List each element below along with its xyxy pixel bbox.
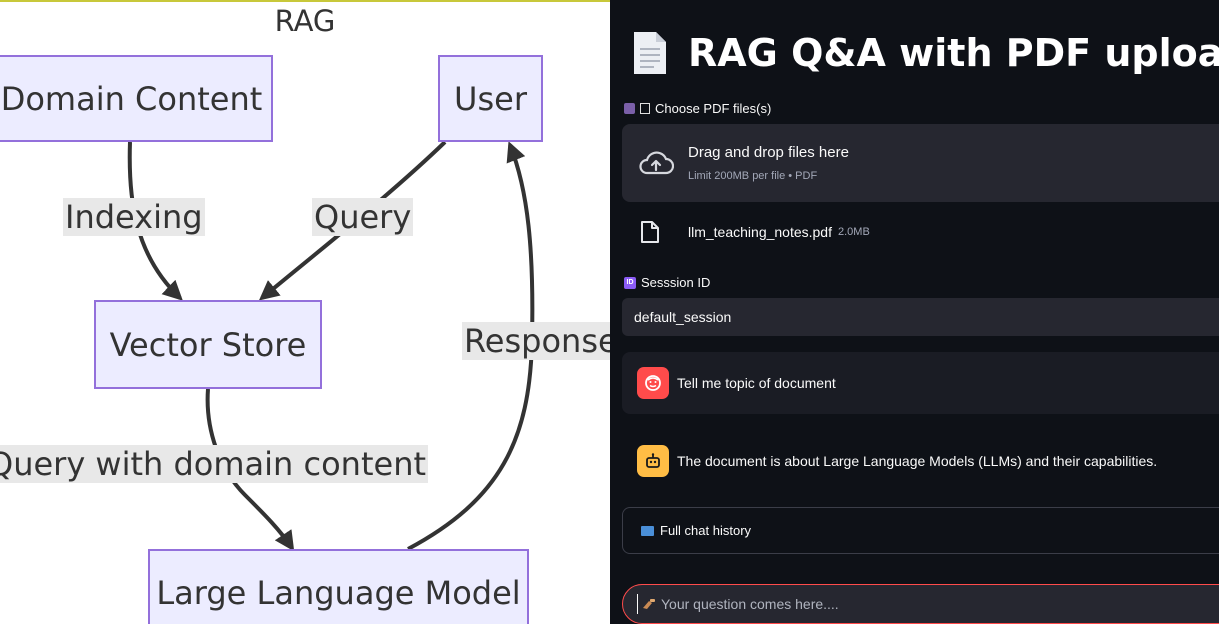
edge-label-query: Query xyxy=(312,198,414,236)
dropzone-instructions: Drag and drop files here xyxy=(688,144,849,161)
uploaded-file-size: 2.0MB xyxy=(838,226,870,238)
edge-label-response: Response xyxy=(462,322,610,360)
assistant-message-text: The document is about Large Language Mod… xyxy=(677,453,1158,469)
user-avatar xyxy=(637,367,669,399)
document-icon xyxy=(634,32,666,74)
session-label: ID Sesssion ID xyxy=(624,275,710,290)
uploaded-file-item: llm_teaching_notes.pdf 2.0MB xyxy=(640,220,870,244)
app-header: RAG Q&A with PDF uploades xyxy=(632,30,1219,76)
node-domain-content: Domain Content xyxy=(0,55,273,142)
uploaded-file-name: llm_teaching_notes.pdf xyxy=(688,224,832,240)
file-icon xyxy=(641,221,659,243)
cloud-upload-icon xyxy=(639,151,674,175)
chat-message-user: Tell me topic of document xyxy=(622,352,1219,414)
node-vector-store: Vector Store xyxy=(94,300,322,389)
robot-icon xyxy=(646,453,660,468)
chat-input-box[interactable] xyxy=(622,584,1219,624)
uploader-label-text: Choose PDF files(s) xyxy=(655,101,772,116)
id-badge-icon: ID xyxy=(624,276,636,289)
rag-diagram: RAG Domain Content User Vector Store Lar… xyxy=(0,0,610,624)
writing-hand-icon xyxy=(643,599,655,609)
node-user: User xyxy=(438,55,543,142)
chat-history-expander[interactable]: Full chat history xyxy=(622,507,1219,554)
edge-label-indexing: Indexing xyxy=(63,198,205,236)
node-large-language-model: Large Language Model xyxy=(148,549,529,624)
streamlit-app: RAG Q&A with PDF uploades Choose PDF fil… xyxy=(610,0,1219,624)
placeholder-glyph-icon xyxy=(640,103,650,114)
notebook-icon xyxy=(624,103,635,114)
session-id-input[interactable] xyxy=(622,298,1219,336)
file-dropzone[interactable]: Drag and drop files here Limit 200MB per… xyxy=(622,124,1219,202)
chat-question-input[interactable] xyxy=(661,596,1161,612)
open-book-icon xyxy=(641,525,654,536)
assistant-avatar xyxy=(637,445,669,477)
chat-message-assistant: The document is about Large Language Mod… xyxy=(622,432,1219,490)
diagram-top-border xyxy=(0,0,610,2)
page-title: RAG Q&A with PDF uploades xyxy=(688,31,1219,75)
smiley-face-icon xyxy=(645,375,661,391)
uploader-label: Choose PDF files(s) xyxy=(624,101,771,116)
edge-label-query-with-domain-content: Query with domain content xyxy=(0,445,429,483)
edge-query-with-domain xyxy=(205,388,295,552)
diagram-title: RAG xyxy=(274,4,336,38)
user-message-text: Tell me topic of document xyxy=(677,375,836,391)
text-caret xyxy=(637,594,638,614)
session-label-text: Sesssion ID xyxy=(641,275,711,290)
dropzone-limit: Limit 200MB per file • PDF xyxy=(688,170,818,182)
chat-history-label: Full chat history xyxy=(660,523,752,538)
